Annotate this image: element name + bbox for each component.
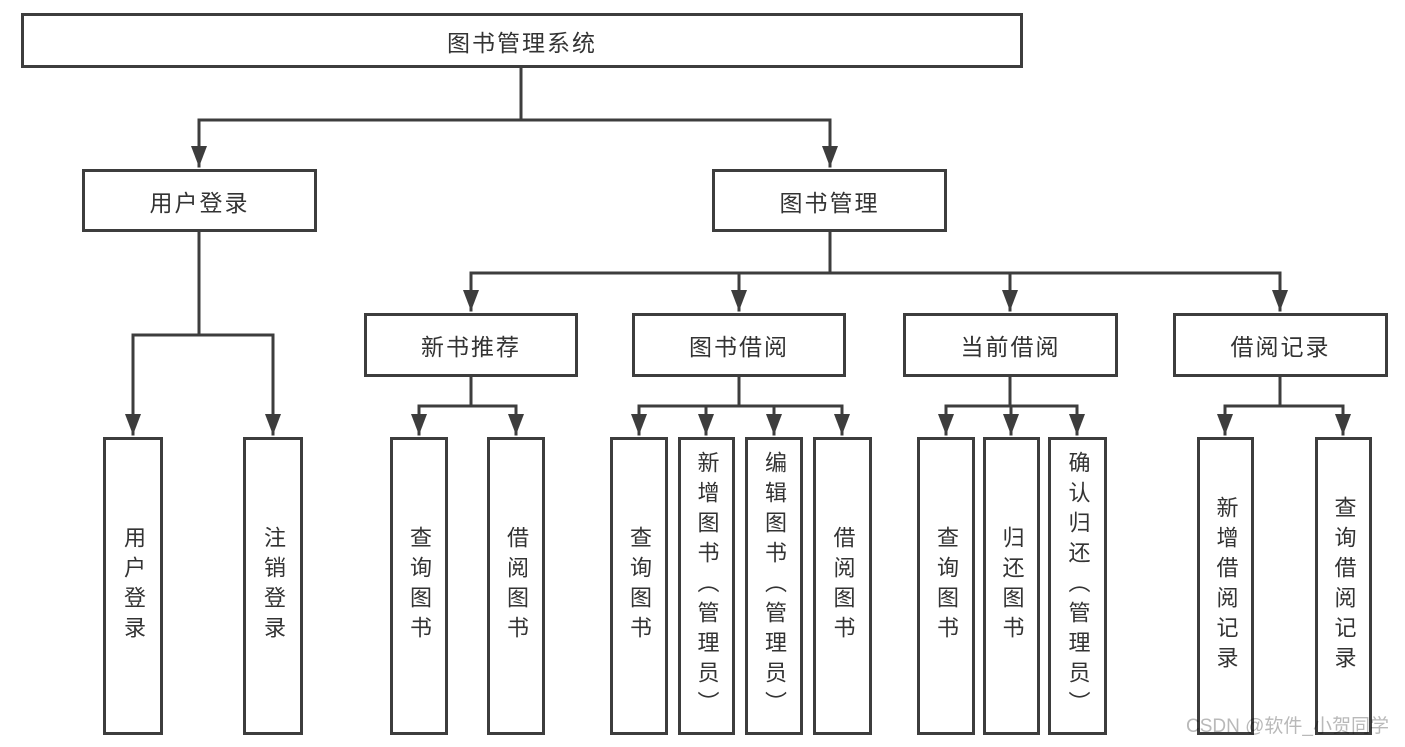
leaf-user-login-label: 用户登录 [121,526,146,646]
node-new-book-recommend-label: 新书推荐 [421,334,521,360]
leaf-user-login: 用户登录 [103,437,163,735]
leaf-logout-label: 注销登录 [261,526,286,646]
leaf-add-books-admin-label: 新增图书（管理员） [694,451,720,721]
node-book-borrow: 图书借阅 [632,313,846,377]
leaf-recommend-borrow-books: 借阅图书 [487,437,545,735]
leaf-edit-books-admin-label: 编辑图书（管理员） [762,451,787,721]
leaf-current-query-books-label: 查询图书 [934,526,959,646]
node-current-borrow-label: 当前借阅 [960,334,1061,360]
leaf-add-borrow-record: 新增借阅记录 [1197,437,1254,735]
node-new-book-recommend: 新书推荐 [364,313,578,377]
leaf-logout: 注销登录 [243,437,303,735]
leaf-add-books-admin: 新增图书（管理员） [678,437,735,735]
leaf-recommend-borrow-books-label: 借阅图书 [504,526,529,646]
connector-root-to-level2 [191,66,838,168]
node-root: 图书管理系统 [21,13,1023,68]
leaf-borrow-books: 借阅图书 [813,437,872,735]
node-current-borrow: 当前借阅 [903,313,1118,377]
leaf-borrow-query-books: 查询图书 [610,437,668,735]
connector-records-children [1217,375,1351,436]
connector-recommend-children [411,375,524,436]
connector-current-children [938,375,1085,436]
leaf-borrow-query-books-label: 查询图书 [627,526,652,646]
node-root-label: 图书管理系统 [447,29,597,56]
node-user-login: 用户登录 [82,169,317,232]
leaf-recommend-query-books-label: 查询图书 [407,526,432,646]
node-borrow-records: 借阅记录 [1173,313,1388,377]
connector-borrow-children [631,375,850,436]
node-borrow-records-label: 借阅记录 [1230,334,1331,360]
connector-book-mgmt-to-level3 [463,230,1288,312]
leaf-add-borrow-record-label: 新增借阅记录 [1213,496,1239,676]
leaf-edit-books-admin: 编辑图书（管理员） [745,437,803,735]
leaf-query-borrow-record-label: 查询借阅记录 [1331,496,1357,676]
node-book-management: 图书管理 [712,169,947,232]
node-book-borrow-label: 图书借阅 [689,334,789,360]
node-book-management-label: 图书管理 [779,189,880,216]
leaf-recommend-query-books: 查询图书 [390,437,448,735]
node-user-login-label: 用户登录 [149,189,250,216]
leaf-borrow-books-label: 借阅图书 [830,526,856,646]
leaf-return-books-label: 归还图书 [999,526,1025,646]
csdn-watermark: CSDN @软件_小贺同学 [1186,716,1389,737]
leaf-confirm-return-admin: 确认归还（管理员） [1048,437,1107,735]
leaf-query-borrow-record: 查询借阅记录 [1315,437,1372,735]
leaf-current-query-books: 查询图书 [917,437,975,735]
leaf-confirm-return-admin-label: 确认归还（管理员） [1065,451,1091,721]
connector-user-login-children [125,230,281,436]
leaf-return-books: 归还图书 [983,437,1040,735]
